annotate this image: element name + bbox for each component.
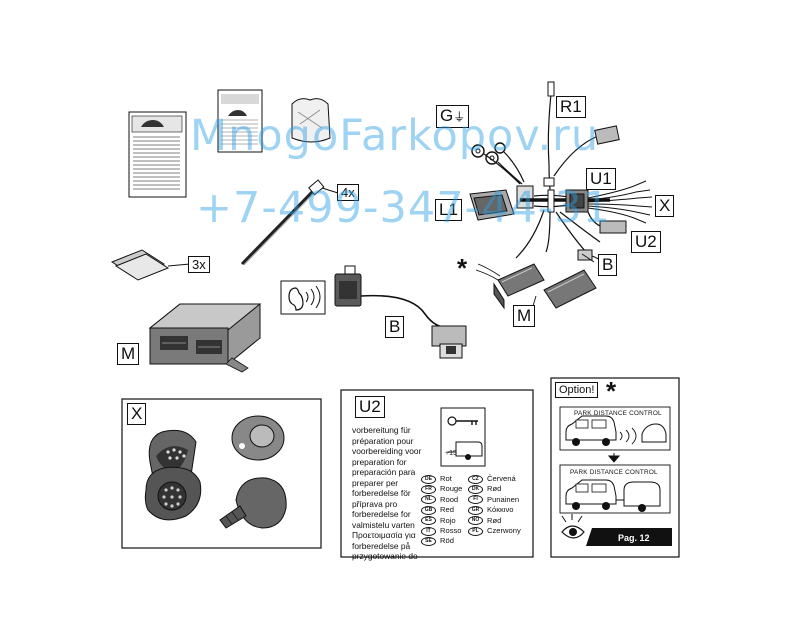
u2-line: preparation for bbox=[352, 456, 407, 467]
u2-line: voorbereiding voor bbox=[352, 446, 422, 456]
u2-line: valmistelu varten bbox=[352, 519, 415, 530]
lang-code: SE bbox=[421, 537, 436, 547]
option-star: * bbox=[606, 376, 617, 406]
lang-code: CZ bbox=[468, 474, 483, 484]
lang-code: NL bbox=[421, 495, 436, 505]
color-row: ES Rojo bbox=[421, 516, 462, 526]
u2-line: preparer per bbox=[352, 477, 399, 488]
key-icon bbox=[447, 416, 478, 426]
color-name: Röd bbox=[440, 536, 454, 546]
color-name: Red bbox=[440, 505, 454, 515]
label-g-text: G bbox=[440, 106, 454, 125]
watermark-site: MnogoFarkopov.ru bbox=[190, 111, 600, 161]
label-u1: U1 bbox=[586, 168, 616, 190]
qty-pads: 3x bbox=[188, 256, 210, 273]
color-row: FR Rouge bbox=[421, 484, 463, 495]
label-m-right: M bbox=[513, 305, 536, 327]
eye-icon bbox=[561, 514, 585, 539]
page-reference: Pag. 12 bbox=[618, 533, 650, 543]
color-row: GR Κόκκινο bbox=[468, 505, 521, 515]
lang-code: GR bbox=[468, 505, 483, 515]
bag-icon bbox=[291, 98, 331, 143]
color-name: Rot bbox=[440, 474, 452, 483]
color-name: Κόκκινο bbox=[487, 505, 514, 515]
wiring-harness-icon bbox=[469, 81, 653, 317]
label-u2: U2 bbox=[631, 231, 661, 253]
socket-panel bbox=[121, 398, 322, 549]
option-label: Option! bbox=[555, 382, 599, 398]
instruction-booklet-icon bbox=[128, 111, 187, 198]
lang-code: ES bbox=[421, 516, 436, 526]
plus15-text: +15 bbox=[445, 450, 457, 457]
u2-line: forberedelse på bbox=[352, 540, 411, 551]
u2-line: příprava pro bbox=[352, 498, 398, 509]
color-name: Czerwony bbox=[487, 525, 521, 535]
color-list-right: CZ Červená DK Rød FI Punainen GR Κόκκινο NO R… bbox=[468, 474, 521, 536]
adhesive-pad-icon bbox=[110, 249, 191, 281]
color-row: NL Rood bbox=[421, 495, 462, 505]
color-row: IT Rosso bbox=[421, 526, 462, 536]
u2-line: preparación para bbox=[352, 467, 416, 477]
qty-ties: 4x bbox=[337, 184, 359, 201]
label-l1: L1 bbox=[435, 199, 462, 221]
lang-code: DE bbox=[421, 474, 436, 484]
buzzer-icon bbox=[280, 265, 467, 359]
color-row: FI Punainen bbox=[468, 495, 521, 505]
lang-code: IT bbox=[421, 526, 436, 536]
lang-code: PL bbox=[468, 526, 483, 536]
trailer-icon bbox=[448, 441, 483, 460]
u2-line: vorbereitung für bbox=[352, 425, 411, 435]
color-name: Rød bbox=[487, 515, 502, 525]
label-b-right: B bbox=[598, 254, 618, 276]
ground-icon: ⏚ bbox=[453, 110, 466, 124]
color-name: Rosso bbox=[440, 525, 462, 535]
label-x: X bbox=[655, 195, 675, 217]
color-row: GB Red bbox=[421, 505, 462, 515]
color-row: PL Czerwony bbox=[468, 526, 521, 536]
color-name: Punainen bbox=[487, 494, 520, 504]
leaflet-icon bbox=[217, 89, 263, 153]
lang-code: FR bbox=[421, 485, 436, 495]
lang-code: DK bbox=[468, 485, 483, 495]
color-name: Rouge bbox=[440, 484, 463, 494]
label-g: G⏚ bbox=[436, 105, 470, 128]
star-marker: * bbox=[457, 253, 468, 283]
watermark-phone: +7-499-347-44-31 bbox=[196, 183, 612, 233]
u2-line: forberedelse för bbox=[352, 488, 411, 498]
u2-line: préparation pour bbox=[352, 435, 414, 446]
color-row: DE Rot bbox=[421, 474, 462, 484]
u2-line: Προετοιμασία για bbox=[352, 530, 416, 540]
x-panel-label: X bbox=[127, 403, 147, 425]
color-name: Rojo bbox=[440, 515, 456, 525]
control-module-icon bbox=[148, 303, 262, 373]
u2-panel-label: U2 bbox=[355, 396, 385, 418]
color-row: SE Röd bbox=[421, 536, 462, 547]
color-name: Rood bbox=[440, 494, 459, 504]
option-panel bbox=[550, 377, 680, 558]
u2-line: przygotowanie do bbox=[352, 551, 418, 561]
color-row: DK Rød bbox=[468, 484, 521, 495]
color-name: Červená bbox=[487, 474, 516, 483]
pdc-label-top: PARK DISTANCE CONTROL bbox=[574, 410, 662, 417]
u2-preparation-text: vorbereitung für préparation pour voorbe… bbox=[352, 425, 432, 562]
label-m-left: M bbox=[117, 343, 140, 365]
u2-line: forberedelse for bbox=[352, 509, 411, 519]
label-r1: R1 bbox=[556, 96, 586, 118]
label-b-left: B bbox=[385, 316, 405, 338]
car-sensors-icon bbox=[565, 415, 667, 446]
color-list-left: DE Rot FR Rouge NL Rood GB Red ES Rojo IT Ross… bbox=[421, 474, 462, 547]
car-trailer-icon bbox=[565, 479, 661, 512]
pdc-label-bottom: PARK DISTANCE CONTROL bbox=[570, 469, 658, 476]
cable-tie-icon bbox=[240, 179, 339, 266]
lang-code: GB bbox=[421, 505, 436, 515]
color-name: Rød bbox=[487, 484, 502, 494]
lang-code: NO bbox=[468, 516, 483, 526]
lang-code: FI bbox=[468, 495, 483, 505]
color-row: NO Rød bbox=[468, 516, 521, 526]
color-row: CZ Červená bbox=[468, 474, 521, 484]
